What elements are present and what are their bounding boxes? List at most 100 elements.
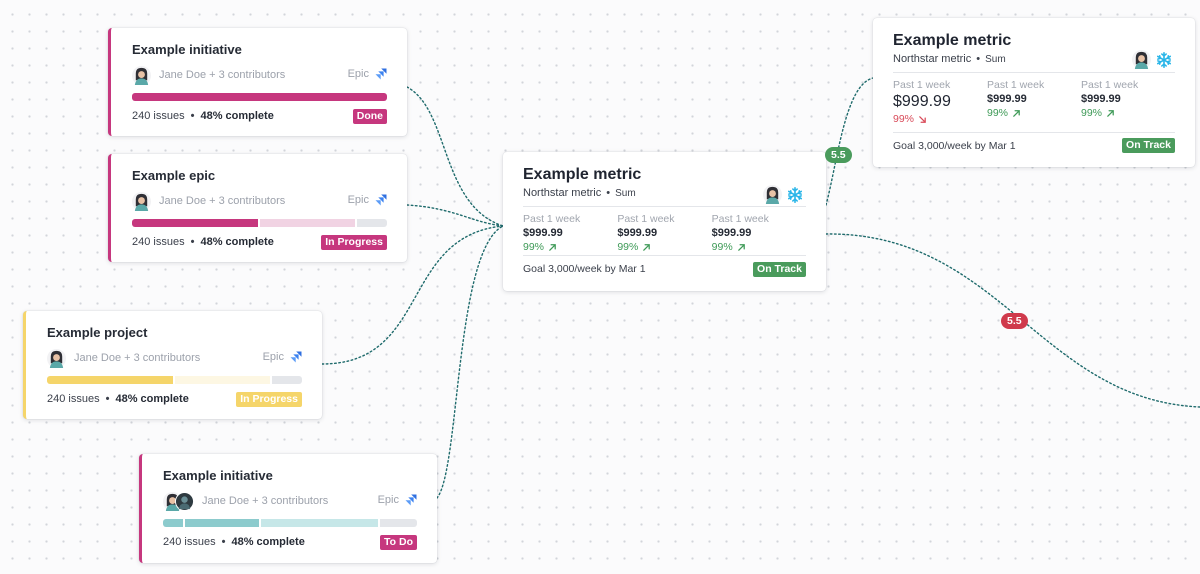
progress-bar [132, 219, 387, 227]
period-label: Past 1 week [617, 213, 675, 225]
issue-type-label: Epic [347, 68, 369, 80]
jira-epic-icon [375, 68, 387, 80]
work-item-title: Example initiative [163, 468, 273, 483]
metric-columns: Past 1 week $999.99 99% Past 1 week $999… [893, 79, 1175, 125]
metric-sources [1132, 50, 1173, 69]
period-label: Past 1 week [523, 213, 581, 225]
metric-title: Example metric [893, 32, 1012, 49]
work-item-card-initiative-2[interactable]: Example initiative Jane Doe + 3 contribu… [139, 454, 437, 563]
arrow-up-right-icon [1013, 109, 1020, 117]
metric-column: Past 1 week $999.99 99% [617, 213, 711, 253]
progress-bar [47, 376, 302, 384]
issue-type-label: Epic [347, 194, 369, 206]
connector-metric-to-metric-top [825, 77, 874, 206]
metric-column: Past 1 week $999.99 99% [893, 79, 987, 125]
snowflake-icon [1156, 51, 1172, 68]
metric-columns: Past 1 week $999.99 99% Past 1 week $999… [523, 213, 806, 253]
metric-card-center[interactable]: Example metric Northstar metric • Sum Pa… [503, 152, 826, 291]
status-badge: Done [352, 109, 387, 124]
issue-type-label: Epic [262, 351, 284, 363]
issues-count: 240 issues [47, 393, 100, 405]
period-label: Past 1 week [1081, 79, 1139, 91]
issues-count: 240 issues [132, 236, 185, 248]
connector-epic-to-metric [406, 204, 504, 227]
metric-value: $999.99 [617, 227, 658, 239]
status-badge: In Progress [236, 392, 302, 407]
progress-segment [271, 376, 302, 384]
work-item-title: Example initiative [132, 42, 242, 57]
metric-value: $999.99 [711, 227, 752, 239]
percent-complete: 48% complete [231, 536, 305, 548]
metric-column: Past 1 week $999.99 99% [1081, 79, 1175, 125]
work-item-owner: Jane Doe + 3 contributors [132, 191, 285, 211]
arrow-up-right-icon [549, 243, 556, 251]
edge-weight-badge[interactable]: 5.5 [825, 147, 852, 163]
progress-segment [47, 376, 173, 384]
metric-delta: 99% [523, 241, 617, 253]
metric-value: $999.99 [523, 227, 563, 239]
jira-epic-icon [375, 194, 387, 206]
person-avatar-icon [132, 65, 151, 85]
issue-type: Epic [348, 68, 387, 80]
metric-subtitle: Northstar metric • Sum [893, 53, 1006, 65]
metric-subtitle: Northstar metric • Sum [523, 187, 636, 199]
issue-type: Epic [263, 351, 302, 363]
person-avatar-icon [132, 191, 151, 211]
percent-complete: 48% complete [115, 393, 189, 405]
metric-value: $999.99 [987, 93, 1027, 105]
progress-segment [379, 519, 417, 527]
edge-weight-badge[interactable]: 5.5 [1001, 313, 1028, 329]
status-badge: On Track [1122, 138, 1175, 153]
metric-column: Past 1 week $999.99 99% [523, 213, 617, 253]
metric-goal: Goal 3,000/week by Mar 1 [893, 140, 1016, 152]
status-badge: On Track [753, 262, 806, 277]
status-badge: To Do [380, 535, 417, 550]
metric-delta: 99% [893, 113, 987, 125]
connector-initiative-to-metric [406, 86, 504, 227]
metric-aggregation: Sum [985, 53, 1006, 65]
person-avatar-icon [175, 491, 194, 511]
jira-epic-icon [405, 494, 417, 506]
status-badge: In Progress [321, 235, 387, 250]
contributors-label: Jane Doe + 3 contributors [159, 69, 286, 81]
metric-delta: 99% [712, 241, 806, 253]
person-avatar-icon [1132, 50, 1151, 69]
progress-segment [184, 519, 260, 527]
work-item-owner: Jane Doe + 3 contributors [163, 491, 328, 511]
work-item-card-project[interactable]: Example project Jane Doe + 3 contributor… [23, 311, 322, 419]
issue-type: Epic [378, 494, 417, 506]
period-label: Past 1 week [893, 79, 951, 91]
progress-segment [259, 219, 355, 227]
work-item-title: Example project [47, 325, 148, 340]
issue-type-label: Epic [377, 494, 399, 506]
connector-initiative2-to-metric [436, 225, 504, 499]
person-avatar-icon [763, 185, 782, 204]
metric-goal: Goal 3,000/week by Mar 1 [523, 263, 646, 275]
work-item-card-initiative[interactable]: Example initiative Jane Doe + 3 contribu… [108, 28, 407, 136]
person-avatar-icon [47, 348, 66, 368]
contributors-label: Jane Doe + 3 contributors [159, 195, 286, 207]
metric-value-primary: $999.99 [893, 93, 951, 110]
progress-segment [261, 519, 378, 527]
period-label: Past 1 week [711, 213, 769, 225]
metric-delta: 99% [987, 107, 1081, 119]
contributors-label: Jane Doe + 3 contributors [74, 352, 201, 364]
progress-bar [132, 93, 387, 101]
arrow-up-right-icon [737, 243, 745, 251]
arrow-up-right-icon [643, 243, 651, 251]
metric-type: Northstar metric [523, 187, 602, 199]
metric-value: $999.99 [1081, 93, 1121, 105]
metric-aggregation: Sum [615, 187, 636, 199]
work-item-footer: 240 issues • 48% complete [47, 393, 189, 405]
work-item-title: Example epic [132, 168, 216, 183]
jira-epic-icon [290, 351, 302, 363]
work-item-card-epic[interactable]: Example epic Jane Doe + 3 contributors E… [108, 154, 407, 262]
work-item-footer: 240 issues • 48% complete [132, 236, 274, 248]
metric-delta: 99% [1081, 107, 1175, 119]
issues-count: 240 issues [163, 536, 216, 548]
metric-card-top[interactable]: Example metric Northstar metric • Sum Pa… [873, 18, 1195, 167]
progress-segment [174, 376, 270, 384]
progress-segment [356, 219, 387, 227]
metric-column: Past 1 week $999.99 99% [987, 79, 1081, 125]
work-item-owner: Jane Doe + 3 contributors [47, 348, 200, 368]
